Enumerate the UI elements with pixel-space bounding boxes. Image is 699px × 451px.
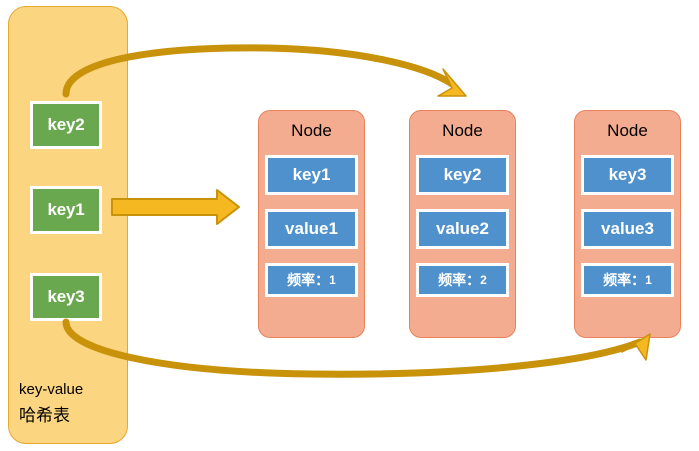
node-key-field: key1 (265, 155, 358, 195)
hash-table-caption: key-value 哈希表 (19, 377, 123, 429)
node-title: Node (442, 121, 483, 140)
node-frequency-value: 1 (645, 273, 652, 287)
hash-key-label: key2 (47, 115, 85, 134)
node-frequency-label: 频率： (287, 272, 330, 288)
node-title: Node (607, 121, 648, 140)
hash-key-label: key1 (47, 200, 85, 219)
node-frequency-field: 频率：2 (416, 263, 509, 297)
caption-line-english: key-value (19, 381, 84, 398)
node-key1[interactable]: Node key1 value1 频率：1 (258, 110, 365, 338)
node-frequency-field: 频率：1 (265, 263, 358, 297)
key-value-hash-table-panel: key2 key1 key3 key-value 哈希表 (8, 6, 128, 444)
node-key2[interactable]: Node key2 value2 频率：2 (409, 110, 516, 338)
hash-key-box-key3[interactable]: key3 (30, 273, 102, 321)
arrow-key1-to-node1 (111, 189, 240, 225)
node-value-label: value2 (436, 219, 489, 238)
node-frequency-label: 频率： (603, 272, 646, 288)
node-key-label: key1 (292, 165, 331, 184)
node-key-field: key3 (581, 155, 674, 195)
node-frequency-value: 2 (480, 273, 487, 287)
node-key-label: key3 (608, 165, 647, 184)
node-value-field: value1 (265, 209, 358, 249)
node-value-label: value3 (601, 219, 654, 238)
hash-key-box-key1[interactable]: key1 (30, 186, 102, 234)
hash-key-box-key2[interactable]: key2 (30, 101, 102, 149)
node-key3[interactable]: Node key3 value3 频率：1 (574, 110, 681, 338)
node-value-label: value1 (285, 219, 338, 238)
caption-line-chinese: 哈希表 (19, 406, 70, 425)
hash-key-label: key3 (47, 287, 85, 306)
node-title: Node (291, 121, 332, 140)
node-value-field: value3 (581, 209, 674, 249)
node-value-field: value2 (416, 209, 509, 249)
node-key-label: key2 (443, 165, 482, 184)
node-frequency-value: 1 (329, 273, 336, 287)
node-frequency-label: 频率： (438, 272, 481, 288)
node-frequency-field: 频率：1 (581, 263, 674, 297)
node-key-field: key2 (416, 155, 509, 195)
